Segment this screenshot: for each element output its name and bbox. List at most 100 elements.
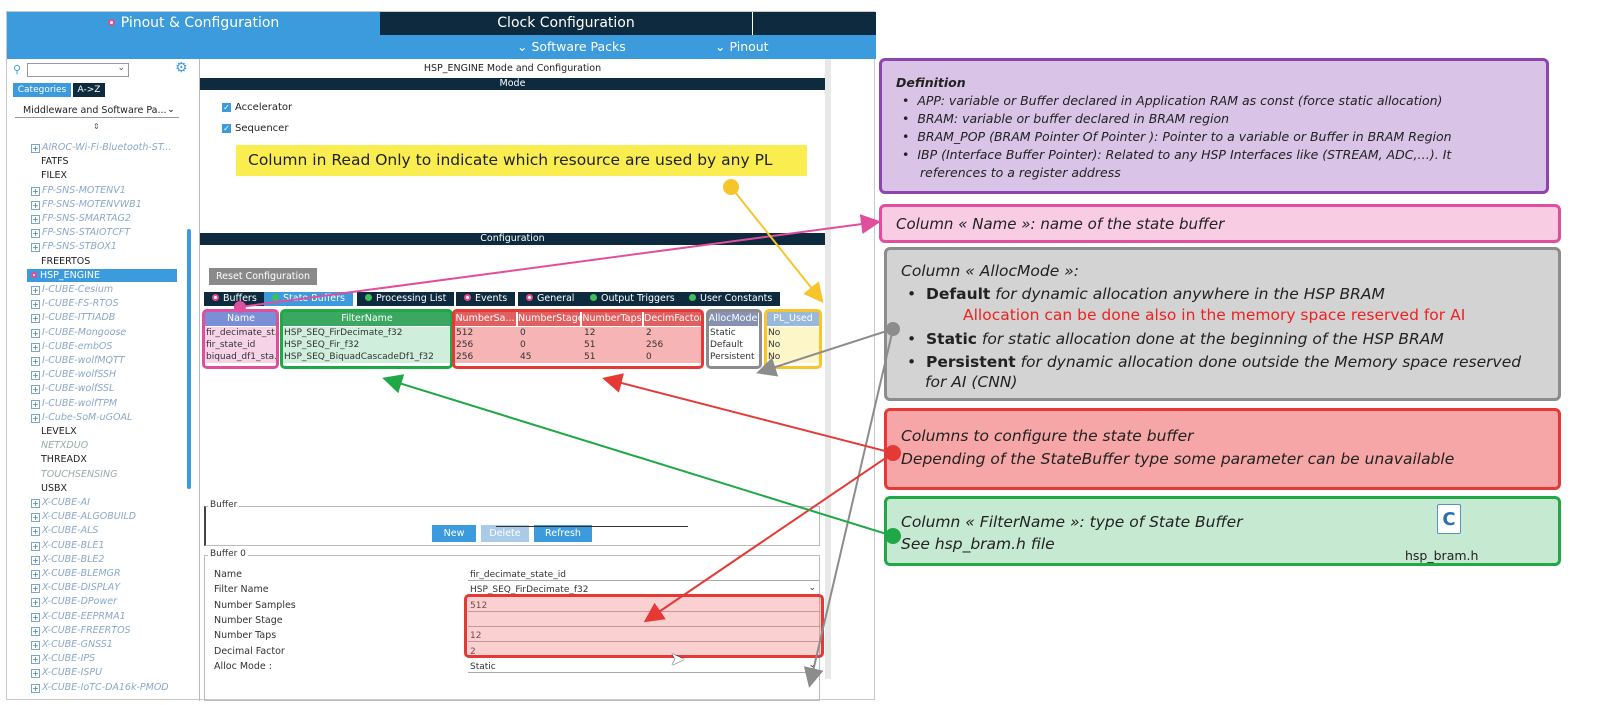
tree-item[interactable]: +I-CUBE-Cesium <box>31 283 113 296</box>
expand-icon[interactable]: + <box>31 413 40 423</box>
expand-icon[interactable]: + <box>31 541 40 551</box>
expand-icon[interactable]: + <box>31 200 40 210</box>
search-input[interactable]: ⌄ <box>27 63 129 77</box>
tree-item[interactable]: +X-CUBE-IoTC-DA16k-PMOD <box>31 681 169 694</box>
tree-item[interactable]: FREERTOS <box>41 255 90 268</box>
tree-item[interactable]: +X-CUBE-BLE1 <box>31 539 104 552</box>
tab-processing-list[interactable]: Processing List <box>357 292 455 306</box>
tree-item[interactable]: USBX <box>41 482 67 495</box>
tree-item[interactable]: TOUCHSENSING <box>41 468 117 481</box>
chevron-down-icon[interactable]: ⌄ <box>808 659 816 670</box>
tree-item[interactable]: LEVELX <box>41 425 77 438</box>
expand-icon[interactable]: + <box>31 314 40 324</box>
tree-item[interactable]: +I-CUBE-FS-RTOS <box>31 297 119 310</box>
table-cell[interactable]: fir_state_id <box>206 340 256 350</box>
table-cell[interactable]: 256 <box>456 352 474 362</box>
table-cell[interactable]: 0 <box>646 352 652 362</box>
tab-general[interactable]: General <box>518 292 583 306</box>
table-cell[interactable]: Static <box>710 328 736 338</box>
expand-icon[interactable]: + <box>31 300 40 310</box>
expand-icon[interactable]: + <box>31 626 40 636</box>
sequencer-checkbox[interactable]: ✓Sequencer <box>222 123 288 134</box>
tree-item[interactable]: +X-CUBE-FREERTOS <box>31 624 131 637</box>
table-cell[interactable]: 0 <box>520 328 526 338</box>
table-cell[interactable]: Default <box>710 340 743 350</box>
tree-item[interactable]: +I-CUBE-Mongoose <box>31 326 126 339</box>
tree-item[interactable]: +I-CUBE-wolfSSH <box>31 368 116 381</box>
new-button[interactable]: New <box>432 525 476 542</box>
tree-item[interactable]: FATFS <box>41 155 68 168</box>
tab-buffers[interactable]: Buffers <box>204 292 265 306</box>
expand-icon[interactable]: + <box>31 555 40 565</box>
col-header-filtername[interactable]: FilterName <box>282 312 452 326</box>
expand-icon[interactable]: + <box>31 229 40 239</box>
expand-icon[interactable]: + <box>31 243 40 253</box>
tab-output-triggers[interactable]: Output Triggers <box>582 292 683 306</box>
expand-icon[interactable]: + <box>31 570 40 579</box>
category-select[interactable]: Middleware and Software Pa...⌄ <box>15 104 179 118</box>
table-cell[interactable]: 51 <box>584 340 596 350</box>
table-cell[interactable]: biquad_df1_sta... <box>206 352 278 362</box>
table-cell[interactable]: 51 <box>584 352 596 362</box>
tree-item[interactable]: +X-CUBE-GNSS1 <box>31 638 113 651</box>
expand-icon[interactable]: + <box>31 683 40 693</box>
expand-icon[interactable]: + <box>31 655 40 665</box>
software-packs-menu[interactable]: ⌄ Software Packs <box>517 39 626 54</box>
expand-icon[interactable]: + <box>31 513 40 523</box>
tree-item[interactable]: +I-CUBE-wolfSSL <box>31 382 114 395</box>
table-cell[interactable]: 12 <box>584 328 596 338</box>
reset-configuration-button[interactable]: Reset Configuration <box>209 268 317 285</box>
expand-icon[interactable]: + <box>31 186 40 196</box>
expand-icon[interactable]: + <box>31 399 40 409</box>
expand-icon[interactable]: + <box>31 215 40 224</box>
field-input[interactable]: fir_decimate_state_id <box>468 569 820 581</box>
tab-a-z[interactable]: A->Z <box>73 83 105 97</box>
col-header-name[interactable]: Name <box>204 312 278 326</box>
expand-icon[interactable]: + <box>31 144 40 153</box>
table-cell[interactable]: 0 <box>520 340 526 350</box>
tree-item[interactable]: +X-CUBE-DPower <box>31 595 117 608</box>
tree-item[interactable]: +X-CUBE-IPS <box>31 652 95 665</box>
tree-item[interactable]: +FP-SNS-STBOX1 <box>31 240 117 253</box>
tree-item[interactable]: +FP-SNS-SMARTAG2 <box>31 212 131 225</box>
tree-item[interactable]: +X-CUBE-BLEMGR <box>31 567 121 580</box>
tree-item[interactable]: +X-CUBE-AI <box>31 496 90 509</box>
tree-item[interactable]: +X-CUBE-ISPU <box>31 666 102 679</box>
tree-item[interactable]: +I-CUBE-wolfTPM <box>31 397 117 410</box>
table-cell[interactable]: 256 <box>456 340 474 350</box>
expand-icon[interactable]: + <box>31 371 40 381</box>
accelerator-checkbox[interactable]: ✓Accelerator <box>222 102 292 113</box>
tree-item[interactable]: +I-CUBE-embOS <box>31 340 112 353</box>
chevron-down-icon[interactable]: ⌄ <box>808 583 816 594</box>
table-cell[interactable]: HSP_SEQ_BiquadCascadeDf1_f32 <box>284 352 434 362</box>
main-scrollbar[interactable] <box>825 59 831 679</box>
col-header-allocmode[interactable]: AllocMode <box>708 312 758 326</box>
table-cell[interactable]: Persistent <box>710 352 755 362</box>
refresh-button[interactable]: Refresh <box>534 525 592 542</box>
tree-item[interactable]: +FP-SNS-MOTENV1 <box>31 184 126 197</box>
expand-icon[interactable]: + <box>31 598 40 608</box>
table-cell[interactable]: 45 <box>520 352 532 362</box>
col-header-numbersamples[interactable]: NumberSa... <box>454 312 516 326</box>
table-cell[interactable]: HSP_SEQ_FirDecimate_f32 <box>284 328 403 338</box>
expand-icon[interactable]: + <box>31 328 40 338</box>
expand-icon[interactable]: + <box>31 641 40 650</box>
tree-item[interactable]: +AIROC-Wi-Fi-Bluetooth-ST... <box>31 141 172 154</box>
tree-item[interactable]: THREADX <box>41 453 87 466</box>
sidebar-scrollbar[interactable] <box>187 229 191 489</box>
tab-clock-configuration[interactable]: Clock Configuration <box>380 12 753 35</box>
expand-icon[interactable]: + <box>31 499 40 508</box>
field-input[interactable]: 12 <box>468 630 820 643</box>
tree-item[interactable]: NETXDUO <box>41 439 88 452</box>
col-header-numberstage[interactable]: NumberStage <box>518 312 580 326</box>
field-input[interactable] <box>468 615 820 627</box>
expand-icon[interactable]: + <box>31 357 40 366</box>
expand-icon[interactable]: + <box>31 527 40 537</box>
expand-icon[interactable]: + <box>31 342 40 352</box>
sort-icon[interactable]: ⇕ <box>93 122 100 131</box>
tree-item[interactable]: +X-CUBE-EEPRMA1 <box>31 610 126 623</box>
tab-user-constants[interactable]: User Constants <box>681 292 781 306</box>
tree-item[interactable]: +X-CUBE-ALS <box>31 524 98 537</box>
tree-item[interactable]: +FP-SNS-STAIOTCFT <box>31 226 130 239</box>
col-header-decimfactor[interactable]: DecimFactor <box>644 312 702 326</box>
